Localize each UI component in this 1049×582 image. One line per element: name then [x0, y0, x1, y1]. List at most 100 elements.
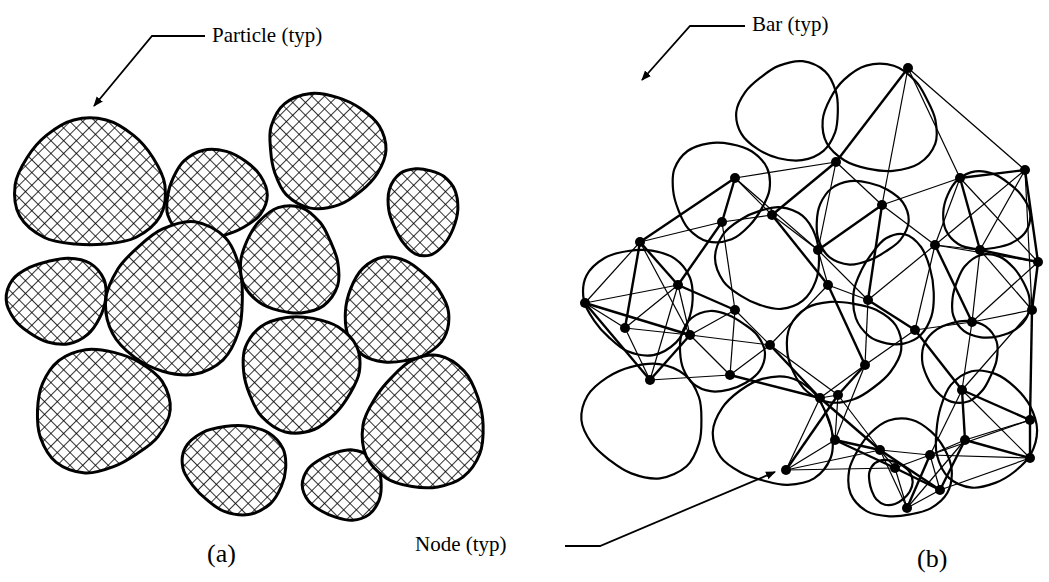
bar	[770, 285, 828, 345]
bar	[730, 345, 770, 375]
node-dot	[890, 463, 900, 473]
particle	[182, 426, 286, 515]
bar	[908, 68, 960, 178]
bar	[1032, 262, 1038, 310]
particle-outline	[673, 143, 770, 243]
bar	[770, 345, 838, 395]
node-dot	[960, 435, 970, 445]
node-dot	[830, 435, 840, 445]
node-dot	[863, 295, 873, 305]
node-dot	[673, 280, 683, 290]
panel-label: (a)	[205, 540, 238, 569]
leader-lines	[94, 26, 775, 546]
bar	[908, 68, 1025, 170]
node-dot	[635, 237, 645, 247]
particle	[240, 206, 339, 313]
bar	[880, 450, 940, 490]
bar	[962, 390, 1030, 458]
node-dot	[823, 280, 833, 290]
bar	[865, 330, 915, 365]
node-dot	[730, 173, 740, 183]
particle-outline	[583, 250, 693, 356]
bar	[935, 178, 960, 245]
bar	[930, 455, 1030, 458]
node-dot	[925, 450, 935, 460]
bar	[868, 205, 882, 300]
bar	[772, 215, 828, 285]
particle-outline	[823, 64, 937, 171]
node-dot	[1020, 165, 1030, 175]
node-dot	[1025, 415, 1035, 425]
panel-label: (b)	[915, 545, 949, 574]
node-dot	[725, 370, 735, 380]
node-dot	[860, 360, 870, 370]
bar	[722, 215, 772, 222]
bar	[935, 245, 1038, 262]
bar	[730, 375, 820, 398]
particle	[15, 118, 166, 245]
node-dot	[875, 445, 885, 455]
bar	[868, 245, 935, 300]
bar	[962, 310, 1032, 390]
node-dot	[717, 217, 727, 227]
bar	[690, 335, 730, 375]
node-dot	[957, 385, 967, 395]
node-dot	[910, 325, 920, 335]
bar	[735, 178, 818, 250]
node-dot	[903, 63, 913, 73]
node-dot	[815, 393, 825, 403]
bar	[972, 250, 980, 322]
bar	[690, 310, 735, 335]
bar	[585, 303, 690, 335]
node-dot	[833, 390, 843, 400]
bar	[678, 285, 690, 335]
bar	[980, 170, 1025, 250]
node-dot	[955, 173, 965, 183]
particle	[243, 317, 360, 433]
node-dot	[877, 200, 887, 210]
bar	[882, 205, 935, 245]
bar	[722, 222, 735, 310]
node-dot	[1025, 453, 1035, 463]
bar	[678, 285, 735, 310]
particle-outline	[736, 61, 838, 161]
bar	[980, 250, 1032, 310]
particle-outline	[715, 207, 819, 309]
particle	[6, 258, 106, 344]
bar	[962, 390, 965, 440]
bar	[650, 335, 690, 380]
bar	[907, 490, 940, 508]
bar	[835, 440, 880, 450]
bar	[882, 178, 960, 205]
bar	[915, 322, 972, 330]
bar	[770, 345, 820, 398]
bar	[625, 328, 650, 380]
bar	[786, 450, 880, 470]
bar	[835, 395, 838, 440]
bar	[828, 285, 865, 365]
bar	[625, 328, 690, 335]
bar	[1025, 170, 1032, 310]
node-dot	[930, 240, 940, 250]
leader-label: Particle (typ)	[210, 24, 324, 47]
bar	[868, 300, 915, 330]
particle	[362, 355, 483, 488]
bar	[960, 170, 1025, 178]
node-dot	[730, 305, 740, 315]
bar	[625, 285, 678, 328]
particle-outline	[581, 364, 701, 479]
bar	[838, 365, 865, 395]
bar	[650, 375, 730, 380]
node-dot	[975, 245, 985, 255]
bar	[818, 250, 868, 300]
bar	[818, 205, 882, 250]
node-dot	[831, 157, 841, 167]
bar	[935, 245, 972, 322]
bar	[786, 468, 895, 470]
particle	[37, 349, 170, 473]
node-dot	[967, 317, 977, 327]
bar	[585, 303, 650, 380]
bar	[940, 440, 965, 490]
bar	[915, 330, 962, 390]
